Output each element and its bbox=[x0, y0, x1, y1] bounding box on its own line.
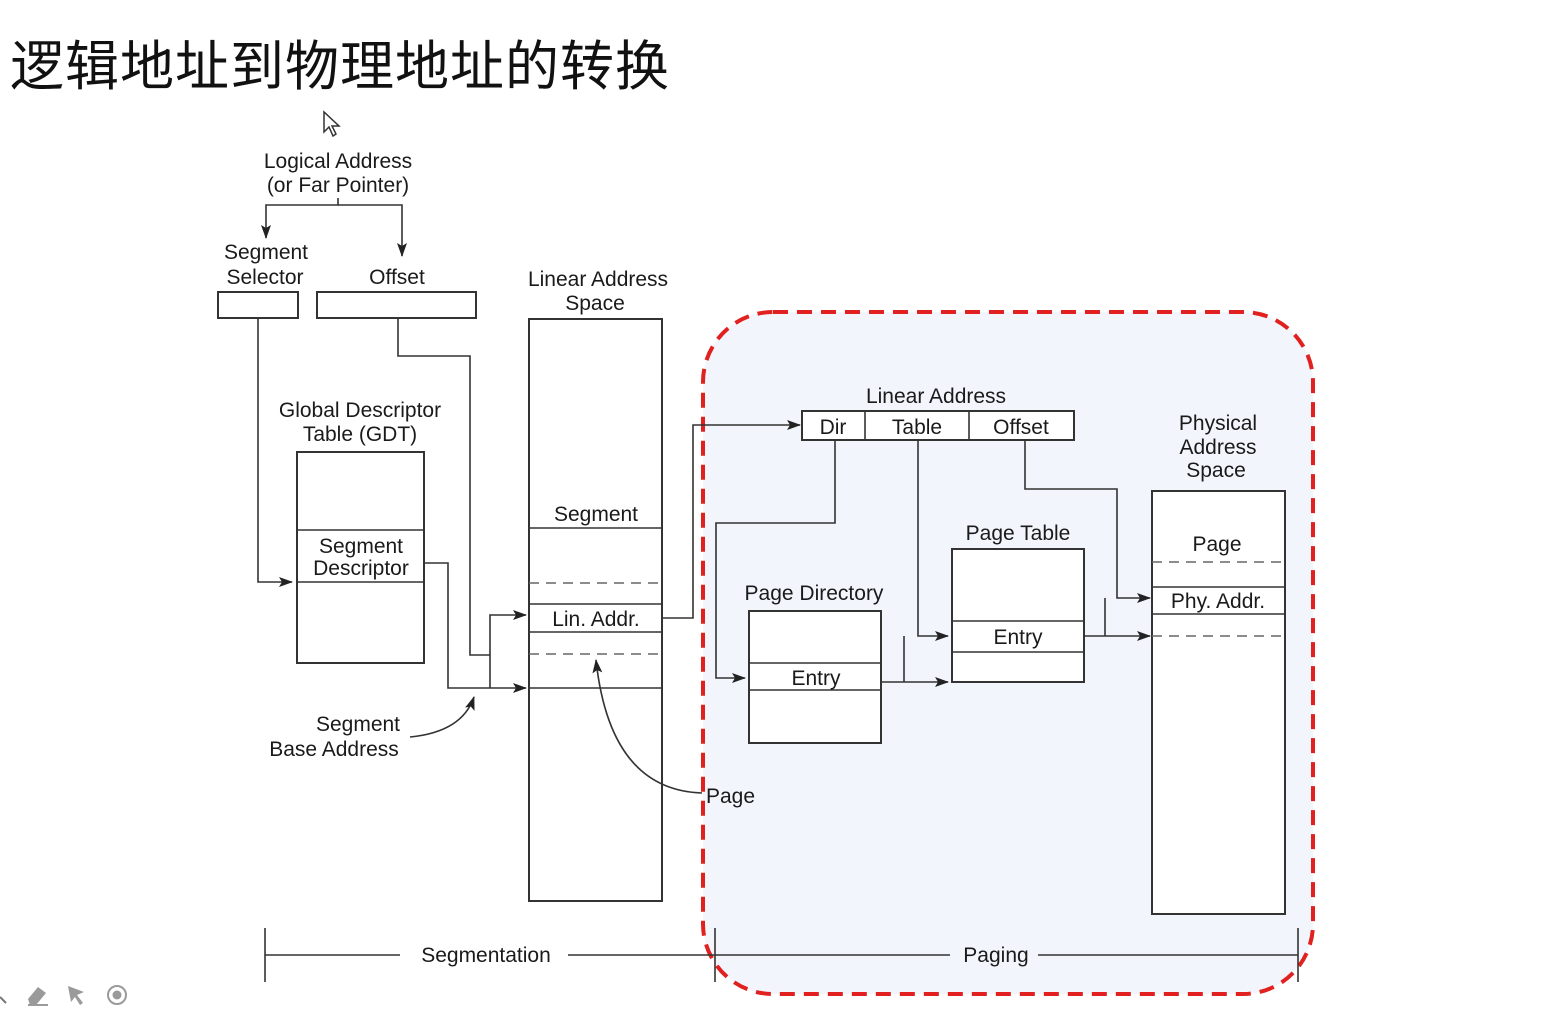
paging-axis-label: Paging bbox=[963, 944, 1028, 967]
physical-space-sublabel-2: Space bbox=[1186, 459, 1246, 482]
table-field: Table bbox=[892, 416, 942, 439]
physical-space-sublabel-1: Address bbox=[1179, 436, 1256, 459]
page-table bbox=[951, 548, 1085, 683]
gdt-sublabel: Table (GDT) bbox=[303, 423, 417, 446]
page-table-entry: Entry bbox=[993, 626, 1043, 649]
pointer-icon[interactable] bbox=[64, 982, 90, 1008]
page-title: 逻辑地址到物理地址的转换 bbox=[10, 35, 670, 98]
partial-arrow-icon[interactable] bbox=[0, 982, 10, 1008]
linear-address-box bbox=[801, 410, 1075, 441]
record-icon[interactable] bbox=[104, 982, 130, 1008]
gdt-label: Global Descriptor bbox=[279, 399, 441, 422]
segment-descriptor-label: Segment bbox=[319, 535, 403, 558]
logical-address-label: Logical Address bbox=[264, 150, 412, 173]
physical-page-label: Page bbox=[1192, 533, 1241, 556]
segment-descriptor-sublabel: Descriptor bbox=[313, 557, 409, 580]
segment-selector-sublabel: Selector bbox=[226, 266, 303, 289]
segment-base-sublabel: Base Address bbox=[269, 738, 399, 761]
linear-space-label: Linear Address bbox=[528, 268, 668, 291]
segment-selector-label: Segment bbox=[224, 241, 308, 264]
page-pointer-label: Page bbox=[706, 785, 755, 808]
offset-field: Offset bbox=[993, 416, 1049, 439]
linear-space-sublabel: Space bbox=[565, 292, 625, 315]
page-directory-entry: Entry bbox=[791, 667, 841, 690]
segmentation-axis-label: Segmentation bbox=[421, 944, 551, 967]
segment-base-label: Segment bbox=[316, 713, 400, 736]
dir-field: Dir bbox=[820, 416, 847, 439]
segment-label: Segment bbox=[554, 503, 638, 526]
page-directory-table bbox=[748, 610, 882, 744]
page-directory-label: Page Directory bbox=[745, 582, 884, 605]
logical-address-sublabel: (or Far Pointer) bbox=[267, 174, 409, 197]
presentation-toolbar bbox=[0, 978, 130, 1012]
lin-addr-label: Lin. Addr. bbox=[552, 608, 640, 631]
eraser-icon[interactable] bbox=[24, 982, 50, 1008]
mouse-cursor-icon bbox=[323, 110, 341, 138]
offset-label: Offset bbox=[369, 266, 425, 289]
segment-selector-box bbox=[217, 291, 299, 319]
gdt-table bbox=[296, 451, 425, 664]
page-table-label: Page Table bbox=[966, 522, 1071, 545]
offset-box bbox=[316, 291, 477, 319]
physical-space-label: Physical bbox=[1179, 412, 1257, 435]
linear-address-title: Linear Address bbox=[866, 385, 1006, 408]
phy-addr-label: Phy. Addr. bbox=[1171, 590, 1265, 613]
linear-address-space-column bbox=[528, 318, 663, 902]
